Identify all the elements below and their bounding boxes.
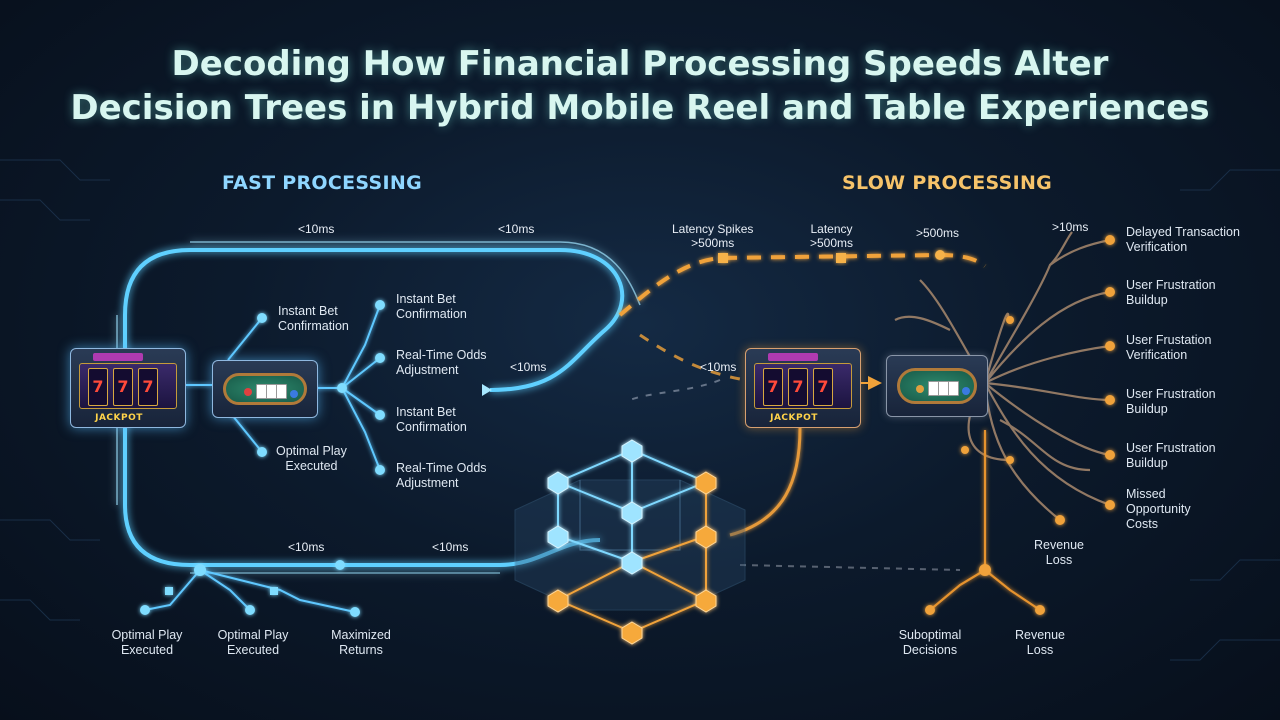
poker-chip-icon bbox=[962, 387, 970, 395]
fast-branch-label: Real-Time Odds Adjustment bbox=[396, 348, 487, 377]
fast-branch-label: Instant Bet Confirmation bbox=[396, 405, 467, 434]
slow-bottom-tree bbox=[929, 430, 1041, 611]
slot-reel: 7 bbox=[763, 368, 783, 406]
slow-poker-table bbox=[886, 355, 988, 417]
slow-latency-label: >500ms bbox=[916, 226, 960, 240]
slow-arrow bbox=[868, 376, 882, 390]
slow-outcome-label: User Frustration Buildup bbox=[1126, 441, 1216, 470]
slow-latency-nodes bbox=[718, 250, 945, 263]
slow-latency-label: Latency >500ms bbox=[810, 222, 854, 250]
slot-banner bbox=[93, 353, 143, 361]
table-felt bbox=[897, 368, 977, 404]
fast-decision-tree bbox=[144, 304, 381, 613]
slow-latency-label: >10ms bbox=[1052, 220, 1089, 234]
fast-bottom-outcome: Optimal Play Executed bbox=[111, 628, 183, 657]
fast-bottom-outcome: Maximized Returns bbox=[331, 628, 391, 657]
fast-branch-label: Real-Time Odds Adjustment bbox=[396, 461, 487, 490]
network-hub bbox=[514, 439, 746, 645]
slow-outcome-nodes bbox=[961, 235, 1115, 525]
fast-slot-machine: 7 7 7 JACKPOT bbox=[70, 348, 186, 428]
background-circuit bbox=[0, 159, 1280, 661]
fast-branch-label: Instant Bet Confirmation bbox=[396, 292, 467, 321]
slot-reel: 7 bbox=[113, 368, 133, 406]
slot-screen: 7 7 7 bbox=[79, 363, 177, 409]
fast-processing-heading: FAST PROCESSING bbox=[222, 172, 422, 194]
slow-slot-machine: 7 7 7 JACKPOT bbox=[745, 348, 861, 428]
fast-nodes bbox=[140, 300, 565, 617]
slot-reel: 7 bbox=[788, 368, 808, 406]
fast-latency-mid: <10ms bbox=[510, 360, 547, 374]
poker-chip-icon bbox=[290, 390, 298, 398]
fast-latency-top-left: <10ms bbox=[298, 222, 335, 236]
slow-outcome-label: User Frustration Buildup bbox=[1126, 387, 1216, 416]
fast-latency-top-right: <10ms bbox=[498, 222, 535, 236]
slow-bottom-outcome: Suboptimal Decisions bbox=[898, 628, 962, 657]
slow-latency-spikes: Latency Spikes >500ms bbox=[672, 222, 754, 250]
slot-screen: 7 7 7 bbox=[754, 363, 852, 409]
slot-jackpot-label: JACKPOT bbox=[95, 413, 143, 423]
slow-outcome-label: Delayed Transaction Verification bbox=[1126, 225, 1240, 254]
slow-revenue-loss-mid: Revenue Loss bbox=[1033, 538, 1085, 567]
fast-poker-table bbox=[212, 360, 318, 418]
fast-loop bbox=[116, 241, 641, 574]
slot-reel: 7 bbox=[138, 368, 158, 406]
title-line-1: Decoding How Financial Processing Speeds… bbox=[171, 44, 1109, 84]
playing-card-icon bbox=[948, 381, 959, 396]
slow-latency-path bbox=[618, 252, 987, 571]
slot-jackpot-label: JACKPOT bbox=[770, 413, 818, 423]
fast-latency-bottom-left: <10ms bbox=[288, 540, 325, 554]
slow-latency-mid: <10ms bbox=[700, 360, 737, 374]
slow-bottom-outcome: Revenue Loss bbox=[1014, 628, 1066, 657]
slow-outcome-label: User Frustation Verification bbox=[1126, 333, 1212, 362]
title-line-2: Decision Trees in Hybrid Mobile Reel and… bbox=[70, 88, 1210, 128]
poker-chip-icon bbox=[916, 385, 924, 393]
slow-outcome-label: Missed Opportunity Costs bbox=[1126, 487, 1191, 531]
fast-branch-label: Instant Bet Confirmation bbox=[278, 304, 349, 333]
slot-reel: 7 bbox=[88, 368, 108, 406]
poker-chip-icon bbox=[244, 388, 252, 396]
slot-reel: 7 bbox=[813, 368, 833, 406]
fast-branch-label: Optimal Play Executed bbox=[276, 444, 347, 473]
fast-latency-bottom-right: <10ms bbox=[432, 540, 469, 554]
slow-processing-heading: SLOW PROCESSING bbox=[842, 172, 1053, 194]
slot-banner bbox=[768, 353, 818, 361]
slow-outcome-label: User Frustration Buildup bbox=[1126, 278, 1216, 307]
slow-bottom-nodes bbox=[925, 564, 1045, 615]
fast-bottom-outcome: Optimal Play Executed bbox=[217, 628, 289, 657]
fast-return-arrow bbox=[482, 384, 492, 396]
playing-card-icon bbox=[276, 384, 287, 399]
table-felt bbox=[223, 373, 307, 405]
